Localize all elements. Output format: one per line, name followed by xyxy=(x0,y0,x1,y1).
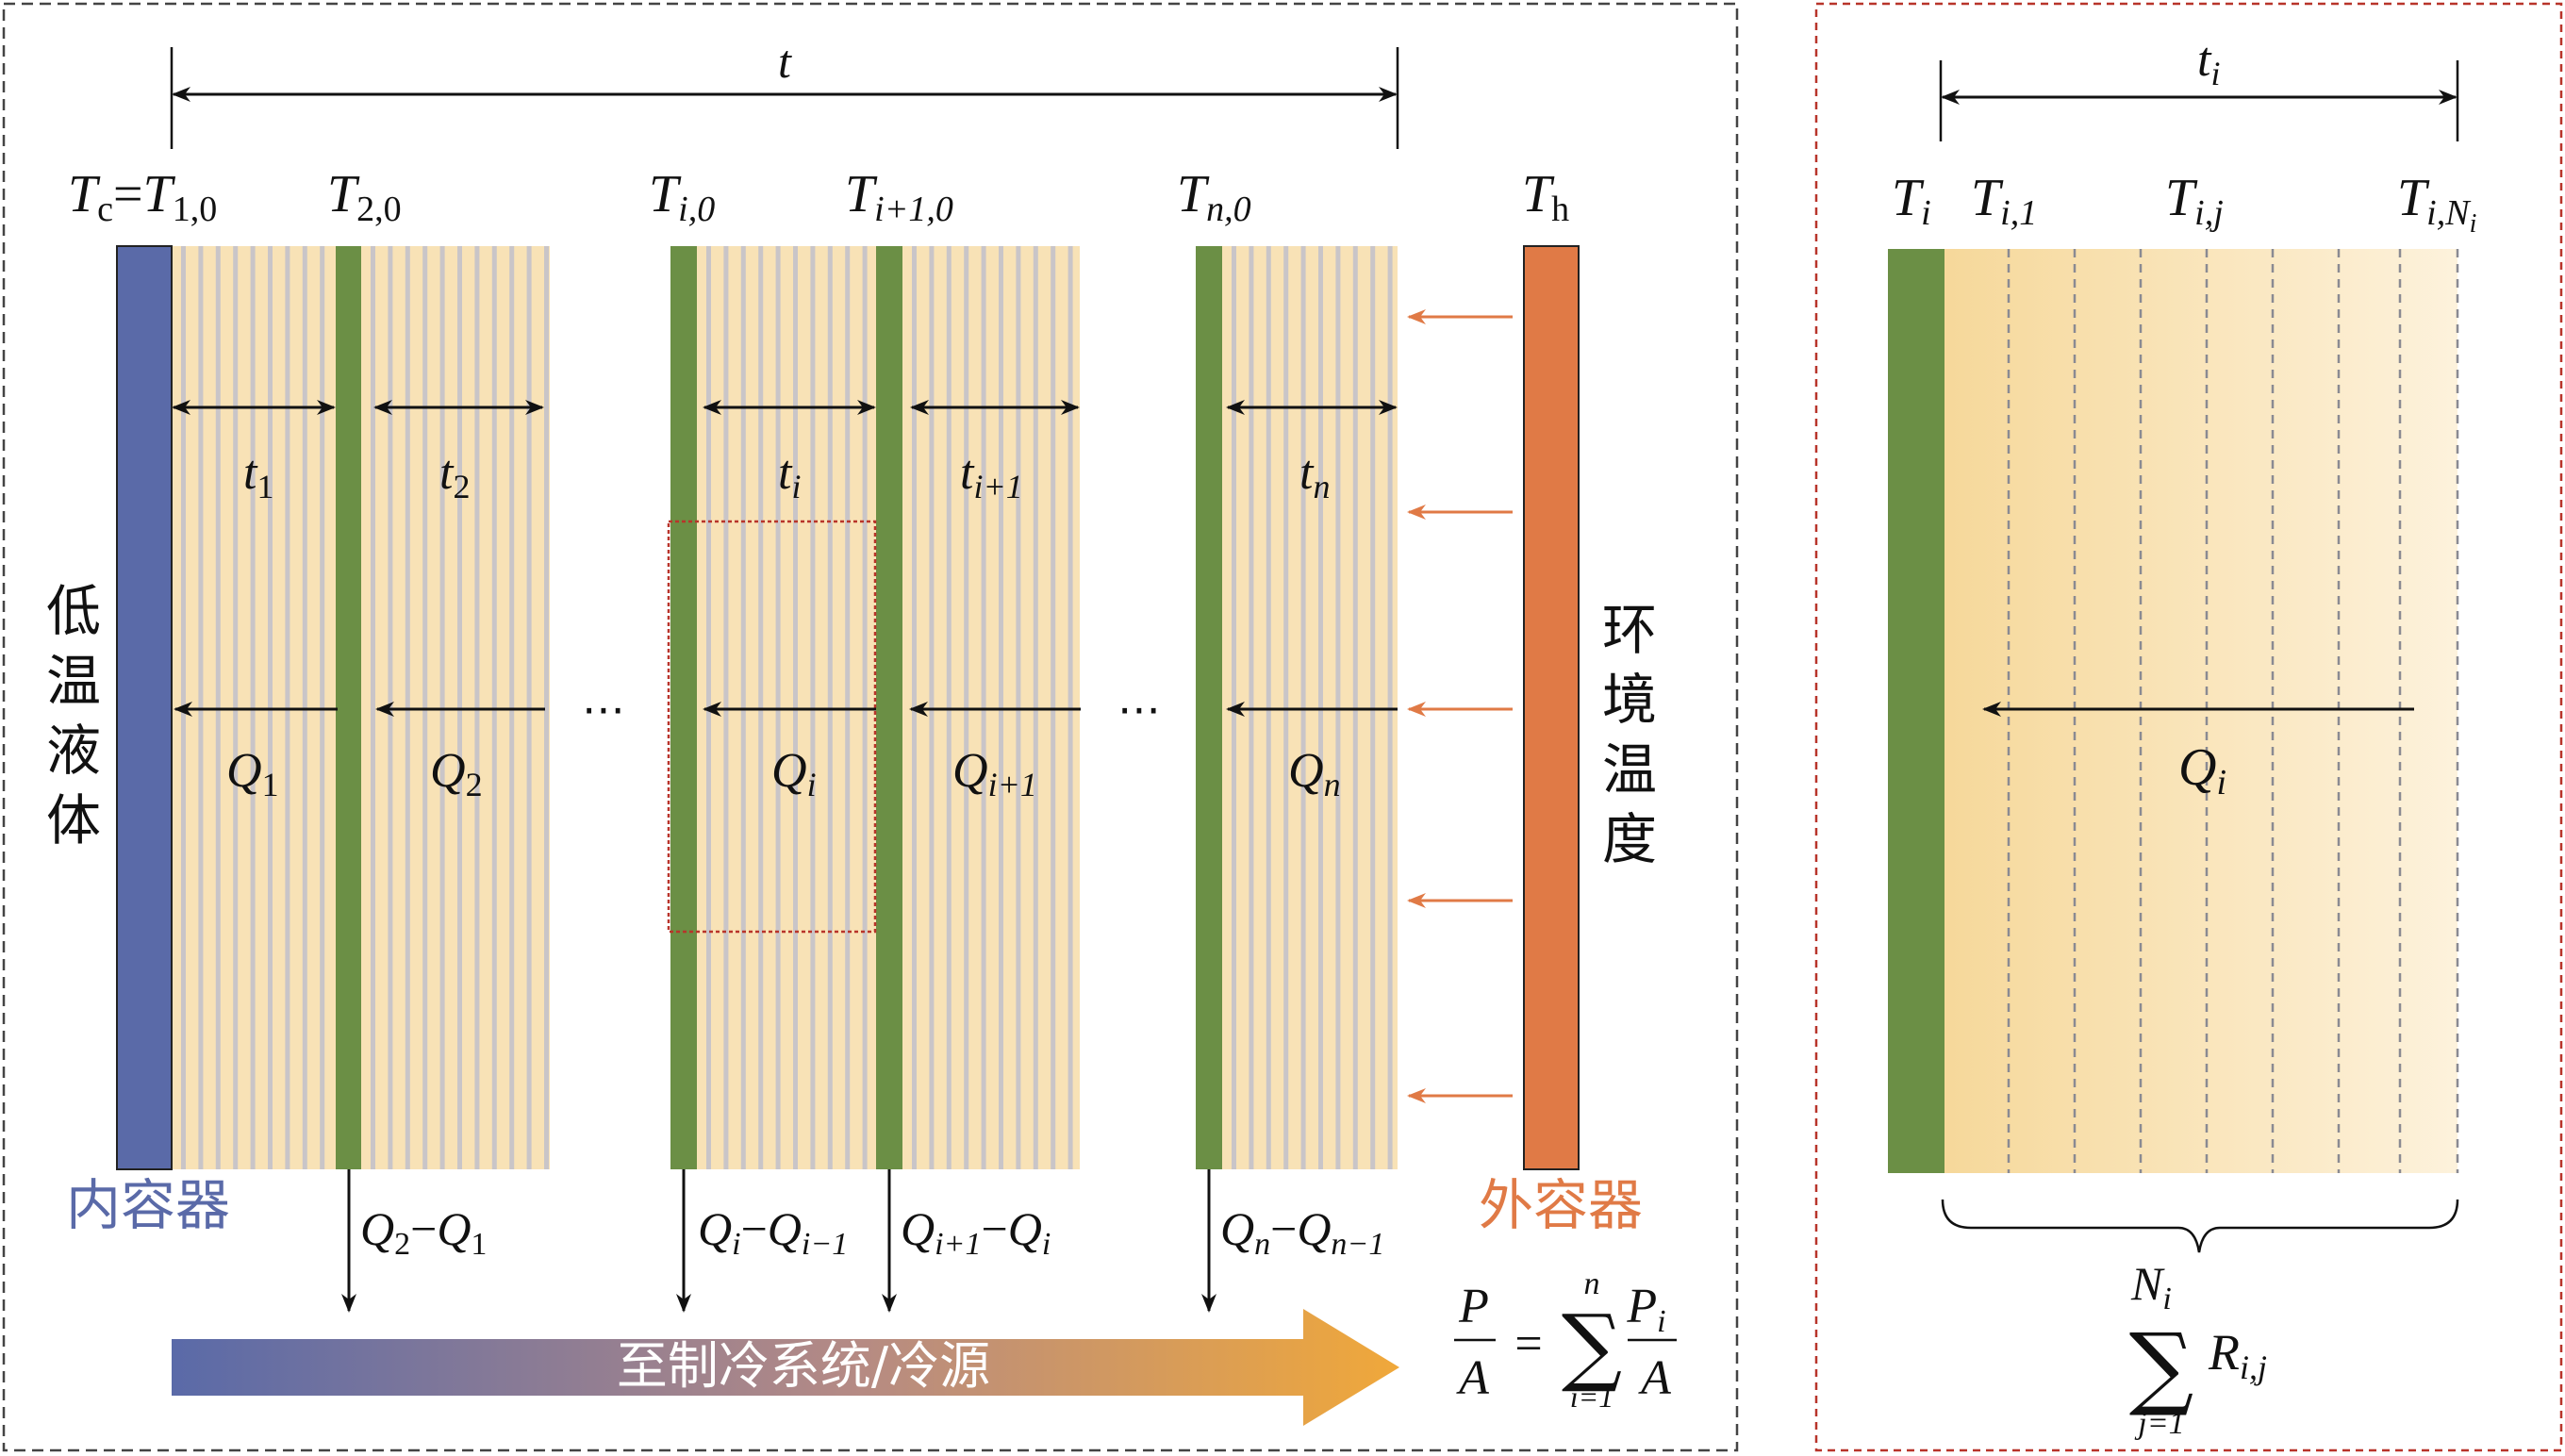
radiation-shield-n xyxy=(1196,246,1222,1169)
ambient-char-3: 温 xyxy=(1602,737,1657,802)
resistance-sum: Ni ∑ j=1 Ri,j xyxy=(2129,1257,2267,1441)
radiation-shield-2 xyxy=(336,246,361,1169)
heat-flow-i-label: Qi xyxy=(771,744,817,803)
cooling-source-arrow xyxy=(172,1309,1399,1426)
layer-n-thickness-label: tn xyxy=(1299,446,1330,505)
temp-label-2: T2,0 xyxy=(327,165,402,229)
formula-eq: = xyxy=(1514,1317,1542,1371)
sum-sigma: ∑ xyxy=(2129,1314,2194,1419)
inner-vessel-wall xyxy=(116,245,173,1170)
heat-flow-2-label: Q2 xyxy=(430,744,483,803)
right-temp-i: Ti xyxy=(1892,169,1931,233)
formula-lower: i=1 xyxy=(1570,1380,1613,1414)
layer-2-thickness-label: t2 xyxy=(439,446,470,505)
ambient-char-2: 境 xyxy=(1602,668,1657,732)
right-panel-frame xyxy=(1814,2,2563,1452)
sum-lower: j=1 xyxy=(2134,1406,2184,1441)
inner-vessel-label: 内容器 xyxy=(66,1173,230,1237)
layer-1-thickness-label: t1 xyxy=(243,446,273,505)
heat-flow-1-label: Q1 xyxy=(226,744,279,803)
temp-label-i-plus-1: Ti+1,0 xyxy=(845,165,953,229)
radiation-shield-i-plus-1 xyxy=(876,246,902,1169)
temp-label-hot: Th xyxy=(1522,165,1569,229)
total-thickness-label: t xyxy=(778,35,792,88)
ellipsis-2: ⋯ xyxy=(1117,684,1161,735)
sum-term: Ri,j xyxy=(2208,1324,2267,1386)
cooling-label-2: Q2−Q1 xyxy=(360,1202,487,1262)
cooling-label-i-plus-1: Qi+1−Qi xyxy=(901,1202,1051,1262)
formula-lhs-den: A xyxy=(1456,1351,1489,1405)
sum-upper: Ni xyxy=(2130,1257,2172,1316)
outer-vessel-wall xyxy=(1523,245,1580,1170)
layer-i-thickness-label: ti xyxy=(778,446,801,505)
radiation-shield-i xyxy=(670,246,697,1169)
zoom-box xyxy=(667,520,877,934)
ambient-temperature-label: 环 境 温 度 xyxy=(1602,598,1657,871)
ambient-char-1: 环 xyxy=(1602,598,1657,662)
temp-label-cold: Tc=T1,0 xyxy=(68,165,217,229)
ambient-char-4: 度 xyxy=(1602,807,1657,871)
left-panel-frame xyxy=(2,2,1739,1452)
heat-flow-i-plus-1-label: Qi+1 xyxy=(952,744,1037,803)
formula-rhs-den: A xyxy=(1638,1351,1671,1405)
cold-liquid-char-1: 低 xyxy=(46,579,101,643)
temp-label-i: Ti,0 xyxy=(649,165,715,229)
heat-flow-n-label: Qn xyxy=(1288,744,1341,803)
formula-rhs-num: Pi xyxy=(1626,1280,1665,1339)
cold-liquid-char-3: 液 xyxy=(46,719,101,783)
cold-liquid-char-2: 温 xyxy=(46,649,101,713)
right-temp-i-j: Ti,j xyxy=(2165,169,2224,233)
cooling-label-i: Qi−Qi−1 xyxy=(698,1202,848,1262)
right-temp-i-Ni: Ti,Ni xyxy=(2397,169,2476,239)
spacer-sublayers xyxy=(1944,249,2457,1173)
cooling-label-n: Qn−Qn−1 xyxy=(1220,1202,1384,1262)
spacer-stripe xyxy=(371,246,375,1169)
spacer-stripe xyxy=(544,246,549,1169)
layer-i-plus-1-thickness-label: ti+1 xyxy=(960,446,1023,505)
outer-vessel-label: 外容器 xyxy=(1479,1173,1643,1237)
right-heat-flow-label: Qi xyxy=(2178,738,2226,802)
sublayer-dividers xyxy=(2007,249,2459,1173)
formula-lhs-num: P xyxy=(1458,1280,1489,1333)
power-formula: P A = n ∑ i=1 Pi A xyxy=(1454,1266,1677,1414)
formula-upper: n xyxy=(1584,1266,1600,1301)
right-brace xyxy=(1941,1199,2459,1253)
right-temp-i-1: Ti,1 xyxy=(1971,169,2037,233)
cooling-source-label: 至制冷系统/冷源 xyxy=(617,1336,990,1396)
right-radiation-shield xyxy=(1888,249,1944,1173)
ambient-heat-arrows xyxy=(1407,309,1513,1103)
cold-liquid-label: 低 温 液 体 xyxy=(46,579,101,852)
ellipsis-1: ⋯ xyxy=(582,684,625,735)
formula-sigma: ∑ xyxy=(1562,1297,1622,1396)
right-thickness-label: ti xyxy=(2197,33,2220,92)
cold-liquid-char-4: 体 xyxy=(46,788,101,852)
temp-label-n: Tn,0 xyxy=(1177,165,1251,229)
